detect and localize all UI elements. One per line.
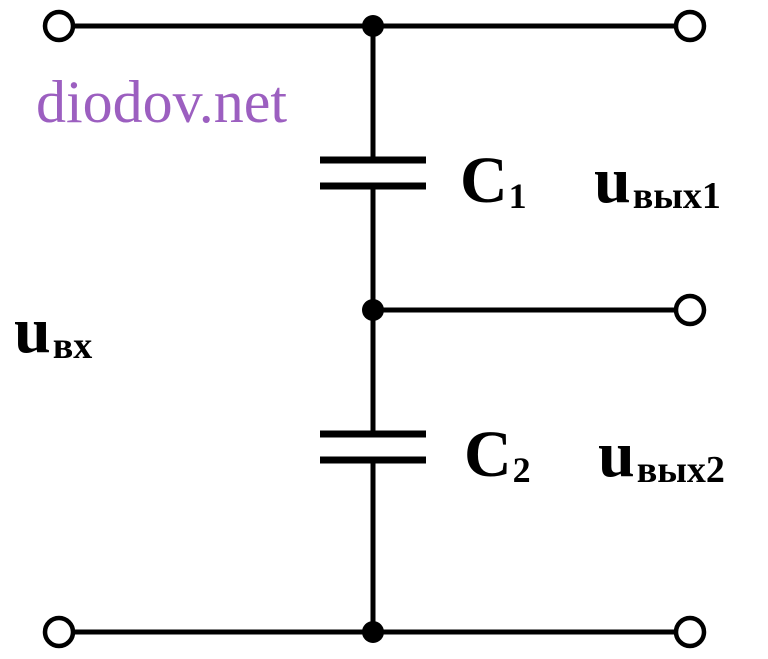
label-u-out1: uвых1 — [594, 148, 721, 217]
watermark-text: diodov.net — [36, 69, 288, 135]
input-terminal-top-left — [42, 9, 76, 43]
input-terminal-bottom-left — [42, 615, 76, 649]
label-u-out1-symbol: u — [594, 144, 631, 217]
capacitor-c1-symbol — [320, 156, 426, 190]
label-u-in-subscript: вх — [52, 325, 93, 367]
label-u-in: uвх — [14, 298, 93, 367]
junction-node-middle — [362, 299, 384, 321]
output-terminal-top-right — [673, 9, 707, 43]
label-u-out2: uвых2 — [598, 422, 725, 491]
label-c2-index: 2 — [512, 450, 531, 490]
label-c1: C1 — [460, 148, 527, 216]
label-c1-symbol: C — [460, 144, 508, 217]
label-c2: C2 — [464, 422, 531, 490]
label-u-out1-subscript: вых1 — [632, 175, 721, 217]
label-u-in-symbol: u — [14, 294, 51, 367]
label-c2-symbol: C — [464, 418, 512, 491]
label-u-out2-symbol: u — [598, 418, 635, 491]
label-u-out2-subscript: вых2 — [636, 449, 725, 491]
label-c1-index: 1 — [508, 176, 527, 216]
capacitor-c2-symbol — [320, 430, 426, 464]
junction-node-top — [362, 15, 384, 37]
output-terminal-bottom-right — [673, 615, 707, 649]
output-terminal-middle-right — [673, 293, 707, 327]
junction-node-bottom — [362, 621, 384, 643]
